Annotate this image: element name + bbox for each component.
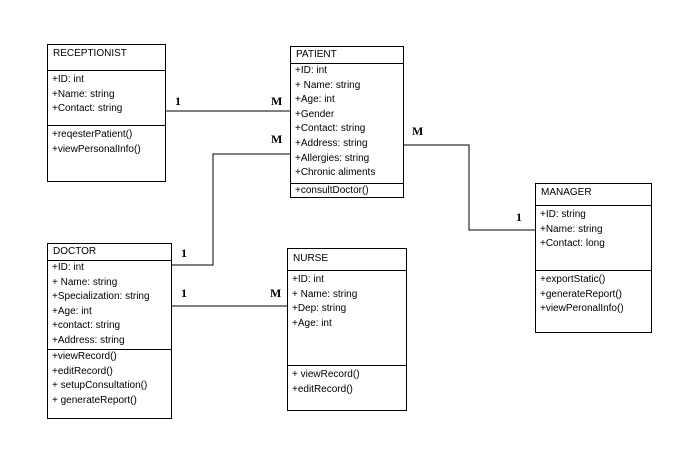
attribute: +ID: int xyxy=(295,65,327,76)
attributes-section: +ID: int + Name: string +Specialization:… xyxy=(48,261,171,350)
attribute: +ID: string xyxy=(540,209,586,220)
attribute: +ID: int xyxy=(52,262,84,273)
attribute: +contact: string xyxy=(52,320,121,332)
mult-patient-side-doctor: M xyxy=(271,132,283,146)
methods-section: +consultDoctor() xyxy=(291,184,403,201)
method: + setupConsultation() xyxy=(52,380,148,392)
attribute: +Name: string xyxy=(540,223,603,235)
attribute: +Dep: string xyxy=(292,303,347,315)
class-name: RECEPTIONIST xyxy=(48,45,165,71)
class-nurse: NURSE +ID: int + Name: string +Dep: stri… xyxy=(287,248,407,411)
methods-section: +exportStatic() +generateReport() +viewP… xyxy=(536,271,651,319)
mult-receptionist-side: 1 xyxy=(175,94,181,108)
attribute: +Allergies: string xyxy=(295,152,370,164)
class-doctor: DOCTOR +ID: int + Name: string +Speciali… xyxy=(47,243,172,419)
attribute: + Name: string xyxy=(292,288,358,300)
attribute: +Address: string xyxy=(295,137,368,149)
method: +generateReport() xyxy=(540,288,622,300)
mult-doctor-side-patient: 1 xyxy=(181,246,187,260)
method: +viewRecord() xyxy=(52,351,117,362)
methods-section: +viewRecord() +editRecord() + setupConsu… xyxy=(48,350,171,410)
attribute: +Name: string xyxy=(52,88,115,100)
attribute: +Age: int xyxy=(295,94,335,106)
method: +exportStatic() xyxy=(540,274,606,285)
class-name: NURSE xyxy=(288,249,406,271)
attribute: +Specialization: string xyxy=(52,291,150,303)
attribute: +Gender xyxy=(295,108,335,120)
mult-doctor-side-nurse: 1 xyxy=(181,286,187,300)
attribute: +ID: int xyxy=(52,74,84,85)
mult-patient-side-manager: M xyxy=(412,124,424,138)
method: +editRecord() xyxy=(292,383,353,395)
attributes-section: +ID: int +Name: string +Contact: string xyxy=(48,71,165,126)
methods-section: +reqesterPatient() +viewPersonalInfo() xyxy=(48,126,165,159)
attribute: +Chronic aliments xyxy=(295,167,376,179)
mult-manager-side: 1 xyxy=(516,210,522,224)
attribute: +Contact: string xyxy=(295,123,366,135)
method: +consultDoctor() xyxy=(295,185,369,196)
mult-patient-side-receptionist: M xyxy=(271,94,283,108)
attribute: + Name: string xyxy=(295,79,361,91)
attributes-section: +ID: int + Name: string +Dep: string +Ag… xyxy=(288,271,406,366)
attribute: +Contact: string xyxy=(52,103,123,115)
attributes-section: +ID: string +Name: string +Contact: long xyxy=(536,206,651,271)
attributes-section: +ID: int + Name: string +Age: int +Gende… xyxy=(291,64,403,184)
method: +editRecord() xyxy=(52,365,113,377)
class-manager: MANAGER +ID: string +Name: string +Conta… xyxy=(535,183,652,333)
attribute: +Age: int xyxy=(292,317,332,329)
class-name: MANAGER xyxy=(536,184,651,206)
mult-nurse-side: M xyxy=(270,286,282,300)
attribute: +Age: int xyxy=(52,305,92,317)
assoc-doctor-patient xyxy=(172,153,290,266)
method: + viewRecord() xyxy=(292,369,360,380)
class-patient: PATIENT +ID: int + Name: string +Age: in… xyxy=(290,46,404,198)
method: +viewPeronalInfo() xyxy=(540,303,624,315)
attribute: +ID: int xyxy=(292,274,324,285)
class-name: PATIENT xyxy=(291,47,403,64)
attribute: +Contact: long xyxy=(540,238,605,250)
method: +viewPersonalInfo() xyxy=(52,143,141,155)
attribute: + Name: string xyxy=(52,276,118,288)
methods-section: + viewRecord() +editRecord() xyxy=(288,366,406,399)
method: +reqesterPatient() xyxy=(52,129,133,140)
assoc-patient-manager xyxy=(404,144,535,231)
method: + generateReport() xyxy=(52,394,137,406)
attribute: +Address: string xyxy=(52,334,125,346)
class-receptionist: RECEPTIONIST +ID: int +Name: string +Con… xyxy=(47,44,166,182)
class-name: DOCTOR xyxy=(48,244,171,261)
